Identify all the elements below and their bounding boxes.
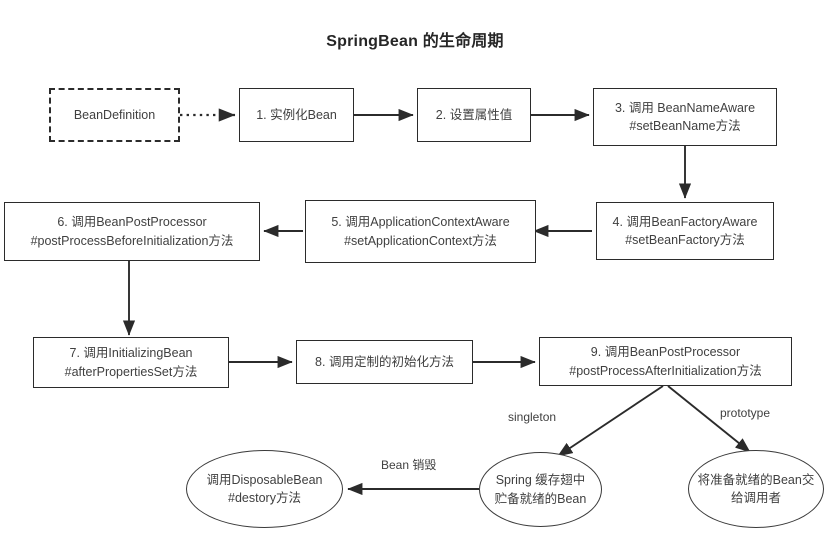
node-beandefinition[interactable]: BeanDefinition (49, 88, 180, 142)
node-step3[interactable]: 3. 调用 BeanNameAware #setBeanName方法 (593, 88, 777, 146)
node-step8[interactable]: 8. 调用定制的初始化方法 (296, 340, 473, 384)
node-disposable[interactable]: 调用DisposableBean #destory方法 (186, 450, 343, 528)
node-step4[interactable]: 4. 调用BeanFactoryAware #setBeanFactory方法 (596, 202, 774, 260)
node-step1[interactable]: 1. 实例化Bean (239, 88, 354, 142)
edge-step9-handover (667, 385, 751, 453)
edge-step9-cache (557, 385, 664, 457)
node-step2[interactable]: 2. 设置属性值 (417, 88, 531, 142)
node-step9[interactable]: 9. 调用BeanPostProcessor #postProcessAfter… (539, 337, 792, 386)
page-title: SpringBean 的生命周期 (326, 33, 504, 50)
node-step7[interactable]: 7. 调用InitializingBean #afterPropertiesSe… (33, 337, 229, 388)
edge-label-bean-destroy: Bean 销毁 (381, 458, 437, 472)
node-step5[interactable]: 5. 调用ApplicationContextAware #setApplica… (305, 200, 536, 263)
node-handover[interactable]: 将准备就绪的Bean交 给调用者 (688, 450, 824, 528)
edge-label-prototype: prototype (720, 406, 771, 420)
node-cache[interactable]: Spring 缓存翅中 贮备就绪的Bean (479, 452, 602, 527)
node-step6[interactable]: 6. 调用BeanPostProcessor #postProcessBefor… (4, 202, 260, 261)
edge-label-singleton: singleton (508, 410, 557, 424)
